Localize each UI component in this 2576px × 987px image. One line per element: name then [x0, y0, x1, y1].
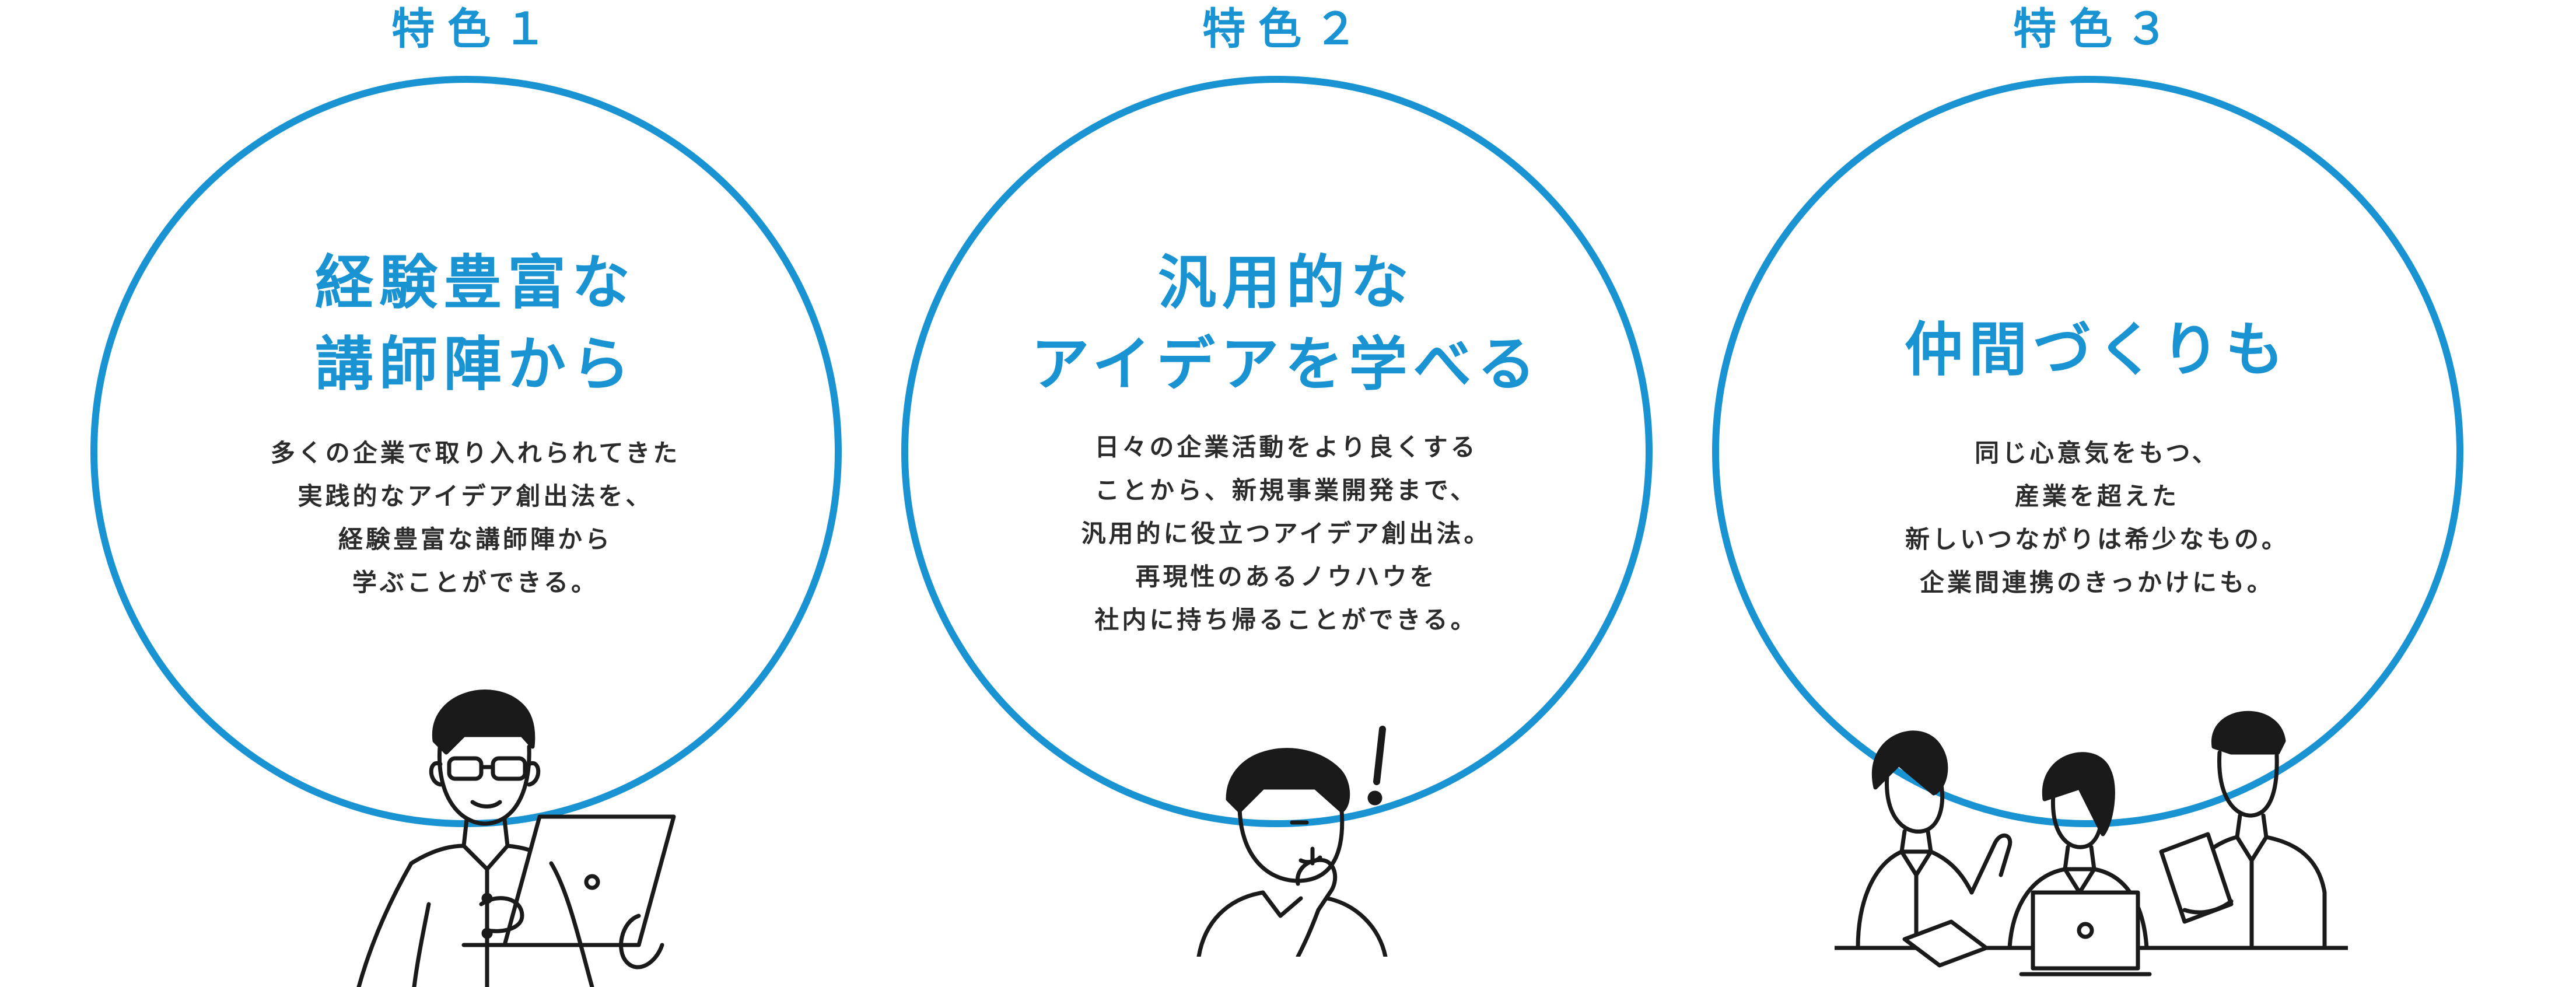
feature-title: 仲間づくりも [1905, 316, 2290, 384]
man-with-laptop-illustration [356, 690, 676, 987]
feature-2: 特色２ 汎用的な アイデアを学べる 日々の企業活動をより良くする ことから、新規… [901, 0, 1671, 987]
feature-title: 汎用的な アイデアを学べる [1031, 249, 1542, 398]
feature-1: 特色１ 経験豊富な 講師陣から 多くの企業で取り入れられてきた 実践的なアイデア… [90, 0, 860, 987]
feature-body: 多くの企業で取り入れられてきた 実践的なアイデア創出法を、 経験豊富な講師陣から… [270, 439, 681, 597]
feature-label: 特色１ [391, 4, 559, 54]
feature-title: 経験豊富な 講師陣から [315, 249, 636, 398]
thinking-man-illustration [1196, 726, 1388, 957]
feature-body: 日々の企業活動をより良くする ことから、新規事業開発まで、 汎用的に役立つアイデ… [1081, 433, 1492, 634]
feature-label: 特色２ [1202, 4, 1370, 54]
group-meeting-illustration [1835, 710, 2348, 977]
feature-label: 特色３ [2013, 4, 2181, 54]
feature-body: 同じ心意気をもつ、 産業を超えた 新しいつながりは希少なもの。 企業間連携のきっ… [1905, 439, 2289, 597]
feature-3: 特色３ 仲間づくりも 同じ心意気をもつ、 産業を超えた 新しいつながりは希少なも… [1712, 0, 2482, 987]
